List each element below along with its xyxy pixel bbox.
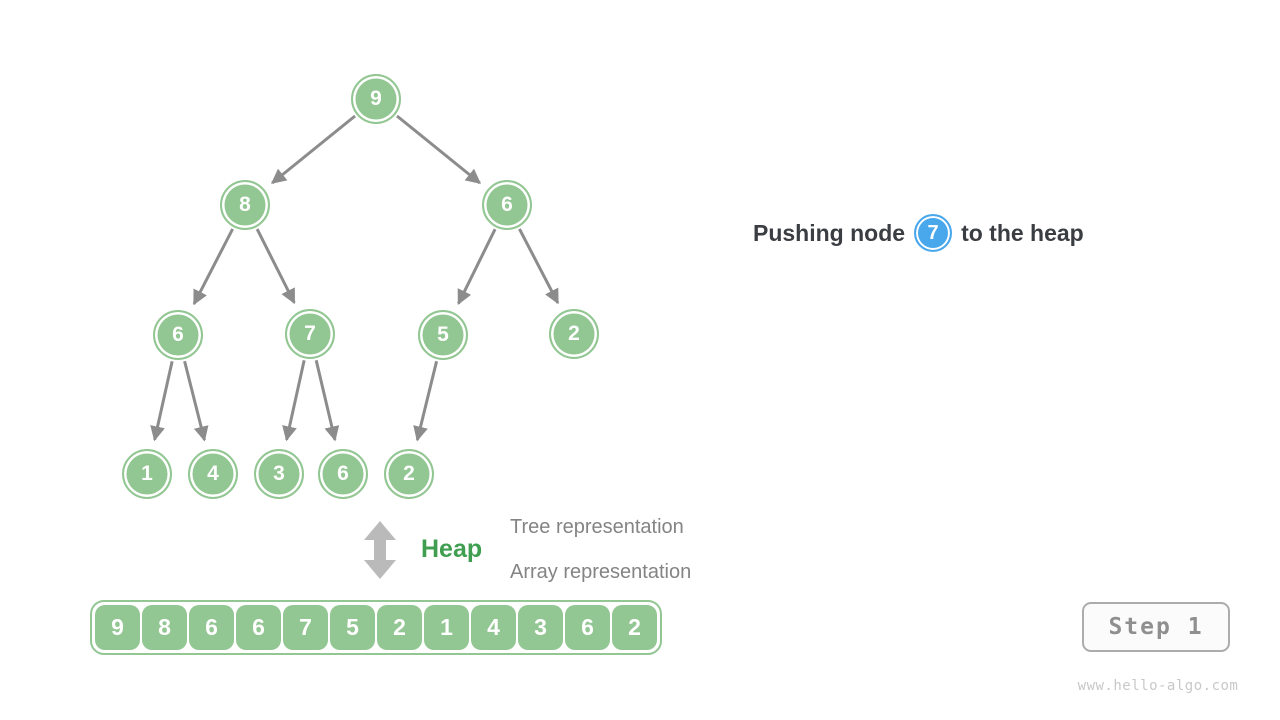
array-cell: 2 [612, 605, 657, 650]
tree-edge [271, 114, 356, 185]
tree-node: 5 [418, 310, 468, 360]
tree-node: 8 [220, 180, 270, 230]
array-cell: 9 [95, 605, 140, 650]
tree-edge [282, 360, 306, 442]
array-cell: 4 [471, 605, 516, 650]
up-down-arrow-icon [364, 521, 396, 579]
heap-label: Heap [421, 535, 483, 563]
caption-suffix: to the heap [961, 219, 1084, 246]
array-cell: 3 [518, 605, 563, 650]
tree-node: 4 [188, 449, 238, 499]
step-label: Step 1 [1108, 614, 1204, 640]
tree-edge [518, 228, 560, 305]
tree-edge [183, 360, 209, 442]
tree-node: 2 [549, 309, 599, 359]
array-cell: 6 [565, 605, 610, 650]
array-cell: 6 [236, 605, 281, 650]
tree-edge [396, 114, 481, 185]
array-representation-label: Array representation [510, 561, 692, 583]
tree-node: 2 [384, 449, 434, 499]
tree-node: 9 [351, 74, 401, 124]
pushed-node-value: 7 [927, 221, 939, 244]
tree-edge [314, 359, 340, 442]
tree-node: 6 [482, 180, 532, 230]
tree-edge [457, 228, 497, 305]
tree-node: 6 [153, 310, 203, 360]
watermark-url: www.hello-algo.com [1077, 678, 1239, 694]
tree-edges [150, 114, 560, 442]
tree-edge [413, 360, 439, 442]
tree-edge [255, 228, 296, 305]
pushed-node-badge: 7 [914, 214, 953, 252]
tree-node: 1 [122, 449, 172, 499]
array-cell: 8 [142, 605, 187, 650]
caption: Pushing node 7 to the heap [753, 213, 1084, 253]
array-cell: 5 [330, 605, 375, 650]
tree-node: 7 [285, 309, 335, 359]
tree-edge [150, 361, 174, 442]
array-cell: 2 [377, 605, 422, 650]
caption-prefix: Pushing node [753, 219, 906, 246]
tree-node: 3 [254, 449, 304, 499]
tree-node: 6 [318, 449, 368, 499]
array-cell: 6 [189, 605, 234, 650]
tree-edge [192, 228, 234, 306]
step-badge: Step 1 [1082, 602, 1230, 652]
array-cell: 7 [283, 605, 328, 650]
array-cell: 1 [424, 605, 469, 650]
tree-representation-label: Tree representation [510, 516, 684, 538]
